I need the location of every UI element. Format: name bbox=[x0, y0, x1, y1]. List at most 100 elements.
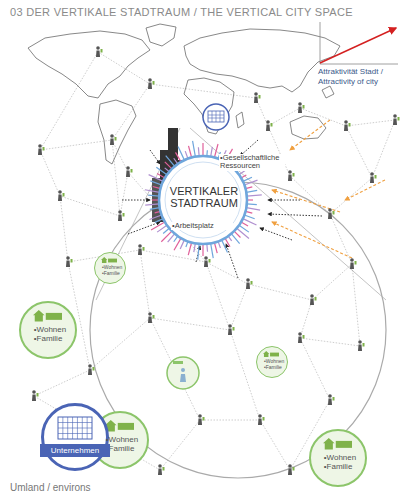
network-line bbox=[40, 140, 112, 150]
ring-spike bbox=[246, 208, 260, 210]
ring-spike bbox=[188, 243, 191, 256]
building-grid bbox=[58, 422, 92, 423]
person-icon bbox=[288, 170, 295, 181]
network-line bbox=[120, 172, 128, 216]
network-line bbox=[230, 330, 260, 420]
ring-spike bbox=[214, 144, 218, 158]
flow-arrow bbox=[272, 222, 352, 258]
ring-spike bbox=[194, 243, 196, 252]
flow-arrow bbox=[226, 244, 238, 278]
ring-spike bbox=[150, 208, 160, 210]
ring-spike bbox=[149, 215, 161, 219]
ring-spike bbox=[237, 228, 249, 238]
network-line bbox=[248, 284, 312, 300]
world-map bbox=[28, 24, 340, 164]
ring-spike bbox=[155, 219, 163, 223]
house-tag bbox=[335, 441, 351, 448]
home-text: •Wohnen •Familie bbox=[264, 359, 284, 371]
attractivity-chart bbox=[320, 22, 398, 64]
person-icon bbox=[393, 114, 400, 125]
person-icon bbox=[310, 294, 317, 305]
city-space-ring: VERTIKALER STADTRAUM•Gesellschaftliche R… bbox=[141, 138, 265, 262]
network-line bbox=[230, 284, 248, 330]
network-line bbox=[330, 178, 372, 214]
person-icon bbox=[158, 464, 165, 475]
house-shape bbox=[323, 438, 335, 450]
person-icon bbox=[266, 120, 273, 131]
person-icon bbox=[110, 134, 117, 145]
map-connector-lines bbox=[96, 128, 386, 300]
network-line bbox=[140, 250, 206, 262]
home-circle: •Wohnen •Familie bbox=[256, 346, 288, 378]
network-line bbox=[112, 84, 150, 140]
person-icon bbox=[358, 340, 365, 351]
network-line bbox=[200, 420, 260, 421]
person-icon bbox=[204, 256, 211, 267]
figure-circle bbox=[167, 357, 199, 389]
building-outline bbox=[58, 417, 92, 439]
network-line bbox=[98, 52, 150, 84]
ring-spike bbox=[244, 215, 254, 219]
house-shape bbox=[101, 257, 107, 263]
ring-spike bbox=[202, 244, 203, 256]
flow-arrow bbox=[268, 200, 300, 201]
house-tag bbox=[117, 423, 133, 430]
flow-arrow bbox=[122, 200, 150, 201]
company-label: Unternehmen bbox=[40, 444, 110, 457]
ring-spike bbox=[145, 190, 160, 193]
building-icon bbox=[57, 416, 93, 440]
network-line bbox=[150, 318, 230, 330]
house-icon bbox=[323, 438, 352, 450]
company-circle: Unternehmen bbox=[41, 403, 109, 471]
diagram-title: 03 DER VERTIKALE STADTRAUM / THE VERTICA… bbox=[10, 6, 353, 18]
house-icon bbox=[105, 420, 134, 432]
network-line bbox=[140, 250, 150, 318]
network-lines bbox=[34, 52, 395, 470]
ring-spike bbox=[234, 231, 240, 237]
home-circle: •Wohnen •Familie bbox=[94, 252, 126, 284]
home-text: •Wohnen •Familie bbox=[102, 265, 122, 277]
person-icon bbox=[58, 190, 65, 201]
person-icon bbox=[298, 332, 305, 343]
ring-spike bbox=[225, 238, 230, 247]
ring-spike bbox=[202, 143, 203, 156]
network-line bbox=[268, 108, 300, 126]
ring-spike bbox=[151, 222, 165, 230]
person-icon bbox=[258, 414, 265, 425]
network-line bbox=[60, 196, 120, 216]
network-line bbox=[150, 318, 200, 420]
ring-spike bbox=[214, 243, 217, 254]
person-icon bbox=[298, 102, 305, 113]
ring-spike bbox=[161, 231, 172, 242]
network-line bbox=[40, 52, 98, 150]
building-circle bbox=[203, 104, 229, 130]
house-tag bbox=[45, 313, 61, 320]
ring-spike bbox=[211, 243, 214, 258]
ring-spike bbox=[145, 204, 159, 205]
ring-spike bbox=[150, 181, 161, 185]
ring-note: •Gesellschaftliche Ressourcen bbox=[219, 154, 285, 171]
person-icon bbox=[126, 166, 133, 177]
ring-note: •Arbeitsplatz bbox=[171, 222, 233, 230]
ring-spike bbox=[243, 177, 252, 181]
ring-spike bbox=[148, 195, 159, 197]
ring-spike bbox=[166, 156, 175, 167]
person-icon bbox=[344, 120, 351, 131]
home-text: •Wohnen •Familie bbox=[106, 435, 142, 453]
ring-spike bbox=[198, 244, 199, 260]
person-icon bbox=[328, 394, 335, 405]
ring-spike bbox=[178, 147, 184, 161]
person-icons bbox=[32, 46, 400, 475]
network-line bbox=[206, 262, 248, 284]
house-shape bbox=[33, 310, 45, 322]
ring-spike bbox=[246, 190, 257, 192]
ring-spike bbox=[247, 203, 257, 205]
network-line bbox=[352, 264, 360, 346]
person-icon bbox=[38, 144, 45, 155]
person-icon bbox=[350, 258, 357, 269]
flow-arrow bbox=[290, 120, 330, 150]
person-icon bbox=[288, 464, 295, 475]
house-tag bbox=[108, 258, 117, 262]
network-line bbox=[260, 420, 290, 470]
network-line bbox=[112, 140, 128, 172]
